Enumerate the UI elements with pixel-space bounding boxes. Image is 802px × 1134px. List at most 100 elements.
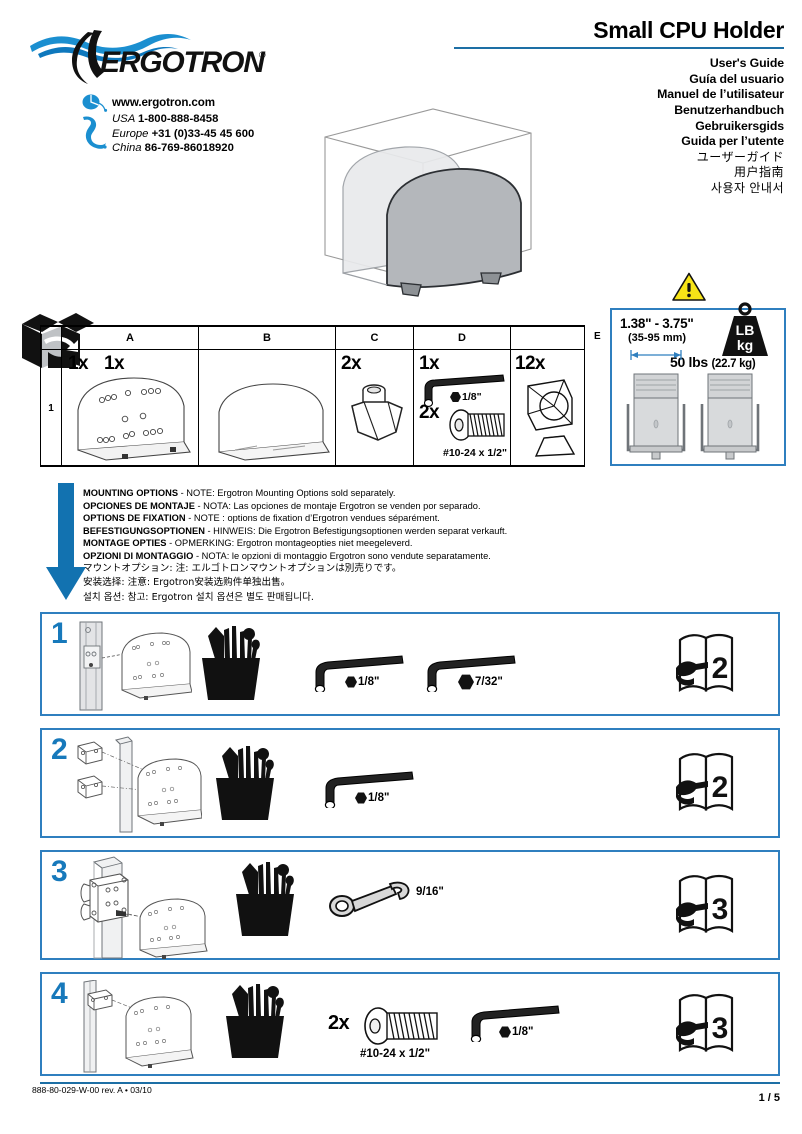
product-illustration — [305, 103, 545, 303]
footer-divider — [40, 1082, 780, 1084]
step1-assembly-illustration — [79, 621, 192, 711]
svg-text:kg: kg — [737, 337, 753, 353]
mounting-note-heading: OPCIONES DE MONTAJE — [83, 500, 195, 511]
phone-region: China — [112, 142, 145, 154]
open-box-icon — [18, 312, 96, 381]
spec-box-label: E — [594, 331, 601, 342]
svg-text:®: ® — [259, 50, 266, 60]
qty-d-2: 2x — [419, 402, 440, 423]
website-text: www.ergotron.com — [112, 96, 215, 109]
step-panel-3: 3 — [40, 850, 780, 960]
mounting-options-note: MOUNTING OPTIONS - NOTE: Ergotron Mounti… — [83, 487, 603, 605]
mouse-icon — [82, 94, 108, 117]
hex-size-text: 1/8" — [462, 391, 482, 403]
toolbox-icon — [202, 626, 260, 700]
phone-icon — [79, 114, 109, 155]
hex-key-icon — [324, 771, 414, 808]
step4-assembly-illustration — [83, 980, 194, 1073]
warning-icon — [672, 272, 706, 307]
mounting-note-line-7: 安装选择: 注意: Ergotron安装选购件单独出售。 — [83, 577, 291, 589]
hex-size-text: 1/8" — [512, 1026, 534, 1038]
language-line-2: Manuel de l’utilisateur — [657, 87, 784, 102]
phone-line-usa: USA 1-800-888-8458 — [112, 112, 342, 127]
hex-glyph-icon — [499, 1026, 511, 1038]
hex-glyph-icon — [355, 792, 367, 804]
box-wrench-icon — [329, 881, 410, 917]
phone-region: Europe — [112, 127, 152, 140]
part-b-illustration — [218, 383, 330, 461]
mounting-note-heading: MONTAGE OPTIES — [83, 538, 167, 549]
mounting-note-line-4: MONTAGE OPTIES - OPMERKING: Ergotron mon… — [83, 538, 413, 549]
mounting-note-line-1: OPCIONES DE MONTAJE - NOTA: Las opciones… — [83, 500, 481, 511]
step4-hex-label: 1/8" — [498, 1026, 533, 1038]
language-line-6: ユーザーガイド — [696, 149, 784, 164]
parts-cell-a: 1x 1x — [62, 350, 199, 467]
mounting-note-line-0: MOUNTING OPTIONS - NOTE: Ergotron Mounti… — [83, 488, 396, 498]
phone-number: 1-800-888-8458 — [137, 113, 219, 125]
hex-key-icon — [470, 1005, 560, 1042]
hex-key-2-icon — [426, 655, 516, 692]
svg-text:2: 2 — [712, 771, 729, 804]
parts-cell-c: 2x — [336, 350, 414, 467]
parts-col-header-a: A — [62, 327, 199, 349]
mounting-note-line-2: OPTIONS DE FIXATION - NOTE : options de … — [83, 513, 440, 524]
language-line-8: 사용자 안내서 — [710, 180, 784, 195]
svg-text:2: 2 — [712, 652, 729, 685]
phone-region: USA — [112, 113, 138, 125]
step-panel-1: 1 — [40, 612, 780, 716]
parts-cell-d: 1x 2x 1/8" #10-24 x — [414, 350, 511, 467]
step-number-3: 3 — [51, 855, 68, 888]
parts-col-header-d: D — [414, 327, 511, 349]
mounting-note-heading: BEFESTIGUNGSOPTIONEN — [83, 525, 205, 536]
step1-hex-label-1: 1/8" — [344, 676, 379, 688]
part-a-illustration — [77, 377, 191, 461]
language-line-7: 用户指南 — [733, 165, 784, 180]
hex-key-icon — [423, 374, 505, 407]
step3-assembly-illustration — [80, 856, 208, 959]
language-line-3: Benutzerhandbuch — [674, 102, 784, 117]
spec-dimension-inches: 1.38" - 3.75" — [620, 316, 694, 331]
page-header: ERGOTRON ® Small CPU Holder User's Guide… — [0, 0, 802, 303]
screw-icon — [449, 409, 505, 441]
phone-number: +31 (0)33-45 45 600 — [151, 127, 255, 140]
parts-col-header-e — [511, 327, 585, 349]
hex-size-text: 7/32" — [475, 676, 503, 688]
see-page-reference-2: 2 — [676, 752, 734, 811]
parts-col-header-c: C — [336, 327, 414, 349]
mounting-note-heading: OPZIONI DI MONTAGGIO — [83, 550, 194, 561]
see-page-reference-3: 3 — [676, 874, 734, 933]
qty-e: 12x — [515, 353, 546, 374]
title-divider — [454, 47, 784, 50]
language-line-5: Guida per l’utente — [681, 134, 784, 149]
hex-glyph-icon — [450, 391, 461, 403]
document-code: 888-80-029-W-00 rev. A • 03/10 — [28, 1085, 156, 1095]
step4-screw-size-label: #10-24 x 1/2" — [360, 1048, 431, 1060]
parts-cell-e: 12x — [511, 350, 585, 467]
toolbox-icon — [236, 862, 294, 936]
see-page-reference-1: 2 — [676, 633, 734, 692]
step3-wrench-size-label: 9/16" — [416, 886, 444, 898]
phone-number: 86-769-86018920 — [144, 142, 234, 154]
part-c-illustration — [351, 384, 403, 441]
hex-size-text: 1/8" — [358, 676, 380, 688]
qty-a-1: 1x — [68, 353, 89, 374]
step2-assembly-illustration — [77, 736, 202, 833]
cpu-holder-diagram-right — [700, 373, 760, 460]
weight-icon: LB kg — [722, 302, 768, 356]
step-panel-2: 2 — [40, 728, 780, 838]
step-number-1: 1 — [51, 617, 68, 650]
phone-line-europe: Europe +31 (0)33-45 45 600 — [112, 127, 342, 142]
step2-hex-label: 1/8" — [354, 792, 389, 804]
qty-a-2: 1x — [104, 353, 125, 374]
parts-table-header: A B C D — [41, 327, 585, 350]
spec-weight: 50 lbs (22.7 kg) — [670, 354, 756, 370]
mounting-note-line-8: 설치 옵션: 참고: Ergotron 설치 옵션은 별도 판매됩니다. — [83, 591, 314, 603]
svg-text:3: 3 — [712, 1012, 729, 1045]
hex-glyph-icon — [345, 676, 357, 688]
mounting-note-heading: MOUNTING OPTIONS — [83, 488, 179, 498]
svg-text:LB: LB — [736, 322, 755, 338]
